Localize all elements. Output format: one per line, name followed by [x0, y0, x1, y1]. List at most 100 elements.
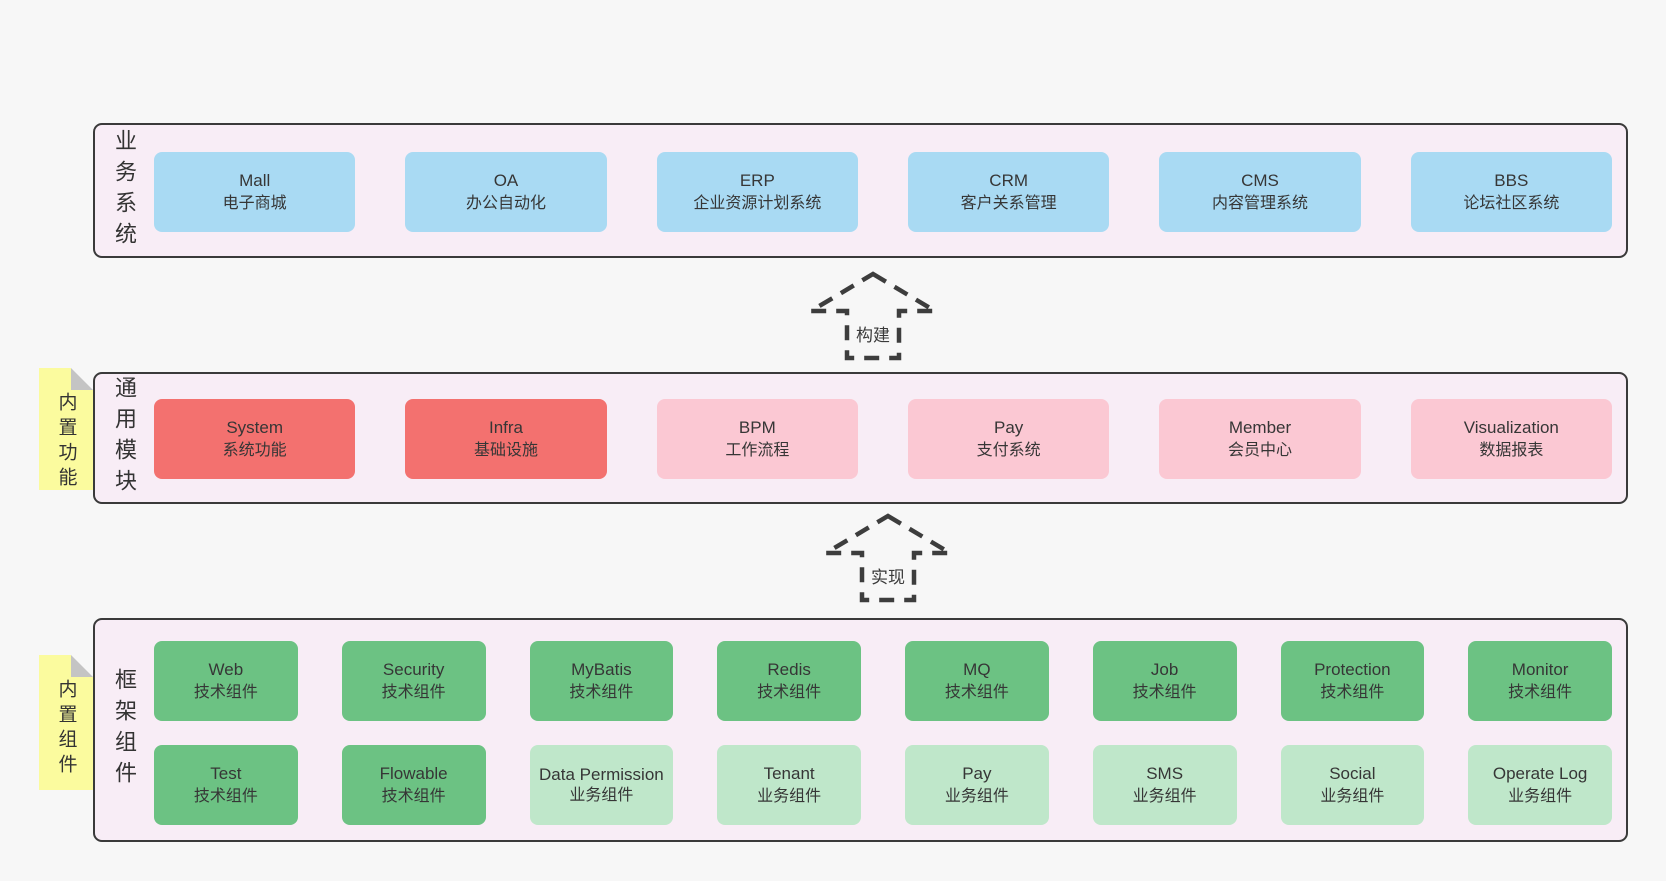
box-erp: ERP 企业资源计划系统 [656, 152, 858, 232]
box-redis: Redis 技术组件 [717, 641, 861, 721]
box-title: Social [1329, 764, 1376, 783]
box-monitor: Monitor 技术组件 [1468, 641, 1612, 721]
box-subtitle: 业务组件 [569, 787, 634, 804]
box-title: CRM [989, 171, 1029, 190]
layer-label-common-modules: 通用模块 [112, 376, 137, 500]
box-subtitle: 技术组件 [381, 684, 446, 701]
box-subtitle: 技术组件 [381, 788, 446, 805]
box-security: Security 技术组件 [341, 641, 486, 721]
box-operate-log: Operate Log 业务组件 [1468, 745, 1612, 825]
sticky-note-built-in-components: 内置组件 [39, 655, 93, 790]
box-title: Infra [488, 418, 523, 437]
box-subtitle: 内容管理系统 [1211, 195, 1308, 212]
box-title: MQ [963, 660, 991, 679]
box-title: Job [1150, 660, 1179, 679]
box-subtitle: 客户关系管理 [960, 195, 1057, 212]
box-subtitle: 技术组件 [569, 684, 634, 701]
box-subtitle: 技术组件 [193, 788, 258, 805]
box-mybatis: MyBatis 技术组件 [529, 641, 674, 721]
sticky-note-label: 内置功能 [55, 392, 77, 492]
box-subtitle: 技术组件 [1320, 684, 1385, 701]
layer-common-modules: 通用模块 System 系统功能 Infra 基础设施 BPM 工作流程 Pay… [93, 372, 1628, 504]
box-mq: MQ 技术组件 [905, 641, 1049, 721]
box-title: Pay [994, 418, 1024, 437]
box-mall: Mall 电子商城 [154, 152, 356, 232]
box-title: Protection [1314, 660, 1391, 679]
layer-label-business-systems: 业务系统 [112, 128, 137, 253]
box-subtitle: 工作流程 [725, 442, 790, 459]
box-title: Pay [962, 764, 992, 783]
box-title: Operate Log [1492, 764, 1588, 783]
box-title: Web [208, 660, 244, 679]
box-subtitle: 技术组件 [193, 684, 258, 701]
component-boxes-grid: Web 技术组件 Security 技术组件 MyBatis 技术组件 Redi… [154, 641, 1612, 825]
box-subtitle: 技术组件 [944, 684, 1009, 701]
box-subtitle: 企业资源计划系统 [693, 195, 822, 212]
box-job: Job 技术组件 [1092, 641, 1237, 721]
box-title: Monitor [1511, 660, 1569, 679]
box-title: Test [210, 764, 242, 783]
box-title: MyBatis [571, 660, 632, 679]
box-title: Mall [239, 171, 271, 190]
box-title: Tenant [763, 764, 815, 783]
layer-framework-components: 框架组件 Web 技术组件 Security 技术组件 MyBatis 技术组件… [93, 618, 1628, 842]
up-arrow-icon [822, 513, 954, 603]
box-title: CMS [1241, 171, 1279, 190]
arrow-implement: 实现 [822, 513, 954, 603]
arrow-build: 构建 [807, 271, 939, 361]
box-title: Member [1228, 418, 1292, 437]
box-title: SMS [1146, 764, 1184, 783]
box-title: BPM [738, 418, 776, 437]
box-title: Flowable [379, 764, 448, 783]
box-cms: CMS 内容管理系统 [1159, 152, 1361, 232]
box-protection: Protection 技术组件 [1280, 641, 1425, 721]
box-title: System [226, 418, 283, 437]
box-member: Member 会员中心 [1159, 399, 1361, 479]
sticky-note-built-in-features: 内置功能 [39, 368, 93, 492]
box-subtitle: 技术组件 [1132, 684, 1197, 701]
box-bpm: BPM 工作流程 [656, 399, 858, 479]
arrow-implement-label: 实现 [869, 563, 907, 588]
box-flowable: Flowable 技术组件 [341, 745, 486, 825]
box-infra: Infra 基础设施 [405, 399, 607, 479]
box-subtitle: 技术组件 [1508, 684, 1573, 701]
layer-label-framework-components: 框架组件 [112, 668, 137, 792]
box-subtitle: 论坛社区系统 [1463, 195, 1560, 212]
arrow-build-label: 构建 [854, 321, 892, 346]
box-subtitle: 会员中心 [1227, 442, 1292, 459]
box-bbs: BBS 论坛社区系统 [1410, 152, 1612, 232]
box-subtitle: 业务组件 [1132, 788, 1197, 805]
box-tenant: Tenant 业务组件 [717, 745, 861, 825]
box-pay-component: Pay 业务组件 [905, 745, 1049, 825]
box-title: ERP [739, 171, 775, 190]
box-test: Test 技术组件 [154, 745, 298, 825]
box-subtitle: 基础设施 [473, 442, 538, 459]
box-subtitle: 业务组件 [1320, 788, 1385, 805]
box-title: OA [493, 171, 519, 190]
box-title: Visualization [1463, 418, 1559, 437]
box-oa: OA 办公自动化 [405, 152, 607, 232]
box-subtitle: 技术组件 [757, 684, 822, 701]
box-system: System 系统功能 [154, 399, 356, 479]
box-subtitle: 业务组件 [757, 788, 822, 805]
layer-business-systems: 业务系统 Mall 电子商城 OA 办公自动化 ERP 企业资源计划系统 CRM… [93, 123, 1628, 258]
box-subtitle: 系统功能 [222, 442, 287, 459]
business-boxes-row: Mall 电子商城 OA 办公自动化 ERP 企业资源计划系统 CRM 客户关系… [154, 152, 1612, 232]
box-pay-module: Pay 支付系统 [907, 399, 1110, 479]
box-subtitle: 数据报表 [1479, 442, 1544, 459]
box-web: Web 技术组件 [154, 641, 298, 721]
box-social: Social 业务组件 [1280, 745, 1425, 825]
box-visualization: Visualization 数据报表 [1410, 399, 1612, 479]
up-arrow-icon [807, 271, 939, 361]
box-subtitle: 办公自动化 [465, 195, 546, 212]
sticky-note-label: 内置组件 [55, 679, 77, 779]
box-title: Redis [767, 660, 811, 679]
box-data-permission: Data Permission 业务组件 [529, 745, 674, 825]
box-crm: CRM 客户关系管理 [907, 152, 1110, 232]
box-subtitle: 业务组件 [944, 788, 1009, 805]
module-boxes-row: System 系统功能 Infra 基础设施 BPM 工作流程 Pay 支付系统… [154, 399, 1612, 479]
box-title: Security [382, 660, 445, 679]
box-subtitle: 业务组件 [1508, 788, 1573, 805]
box-title: Data Permission [539, 765, 664, 784]
box-title: BBS [1494, 171, 1529, 190]
